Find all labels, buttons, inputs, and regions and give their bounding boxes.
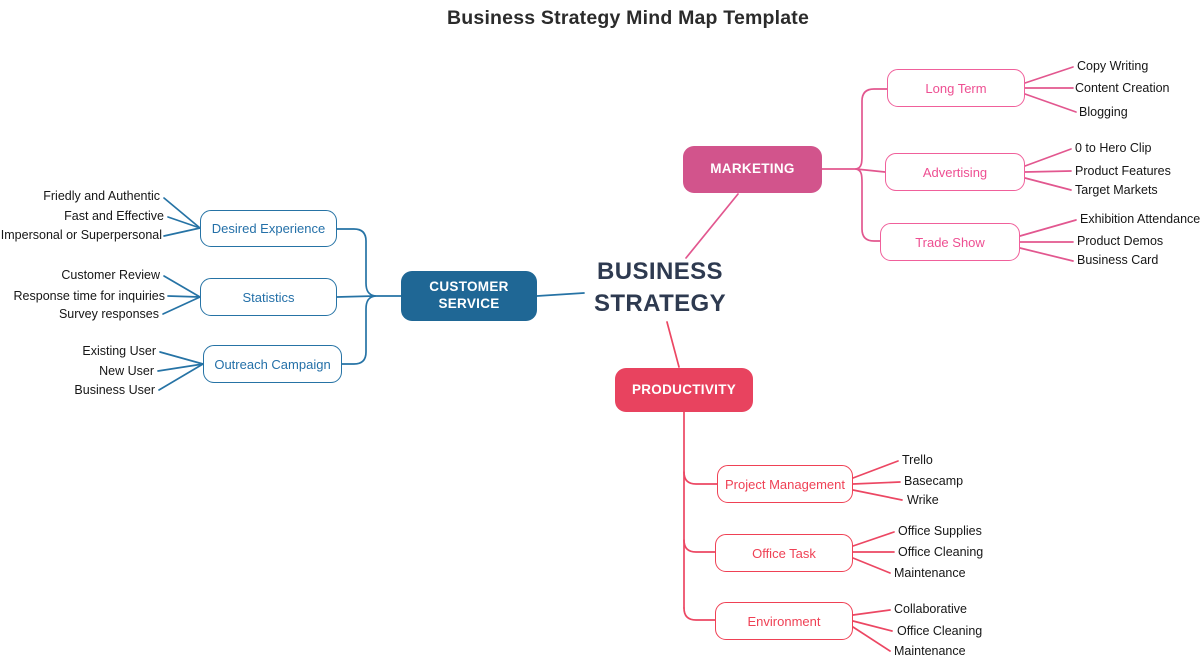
leaf-basecamp[interactable]: Basecamp (904, 474, 964, 488)
leaf-business-card[interactable]: Business Card (1077, 253, 1159, 267)
node-office-task[interactable]: Office Task (715, 534, 853, 572)
connector-line (666, 321, 680, 368)
connector-line (683, 471, 718, 485)
connector-line (336, 228, 376, 297)
node-productivity[interactable]: PRODUCTIVITY (615, 368, 753, 412)
leaf-wrike[interactable]: Wrike (907, 493, 939, 507)
connector-line (685, 193, 739, 259)
leaf-existing-user[interactable]: Existing User (82, 344, 156, 358)
connector-line (1024, 170, 1072, 173)
connector-line (852, 609, 891, 616)
leaf-target-markets[interactable]: Target Markets (1075, 183, 1158, 197)
connector-line (1019, 219, 1077, 237)
leaf-product-demos[interactable]: Product Demos (1077, 234, 1164, 248)
connector-line (536, 292, 585, 297)
node-project-management[interactable]: Project Management (717, 465, 853, 503)
page-title: Business Strategy Mind Map Template (447, 7, 810, 29)
connector-line (341, 295, 376, 365)
connector-line (167, 295, 201, 298)
connector-line (1024, 177, 1072, 191)
leaf-office-cleaning[interactable]: Office Cleaning (898, 545, 984, 559)
connector-line (1024, 93, 1077, 113)
connector-line (157, 363, 204, 372)
connector-line (1019, 247, 1074, 262)
node-advertising[interactable]: Advertising (885, 153, 1025, 191)
leaf-fast-and-effective[interactable]: Fast and Effective (64, 209, 164, 223)
leaf-maintenance[interactable]: Maintenance (894, 566, 966, 580)
leaf-copy-writing[interactable]: Copy Writing (1077, 59, 1149, 73)
node-statistics[interactable]: Statistics (200, 278, 337, 316)
leaf-blogging[interactable]: Blogging (1079, 105, 1128, 119)
connector-line (336, 295, 376, 298)
connector-line (159, 351, 204, 365)
leaf-maintenance-2[interactable]: Maintenance (894, 644, 966, 658)
leaf-friedly-and-authentic[interactable]: Friedly and Authentic (43, 189, 160, 203)
connector-line (162, 296, 201, 315)
leaf-collaborative[interactable]: Collaborative (894, 602, 967, 616)
leaf-office-cleaning-2[interactable]: Office Cleaning (897, 624, 983, 638)
connector-line (163, 227, 201, 237)
connector-line (167, 216, 201, 229)
leaf-trello[interactable]: Trello (902, 453, 933, 467)
connector-line (852, 481, 901, 485)
leaf-0-to-hero-clip[interactable]: 0 to Hero Clip (1075, 141, 1152, 155)
leaf-customer-review[interactable]: Customer Review (61, 268, 160, 282)
connector-line (855, 168, 881, 242)
leaf-survey-responses[interactable]: Survey responses (58, 307, 159, 321)
leaf-content-creation[interactable]: Content Creation (1075, 81, 1170, 95)
connector-line (852, 626, 891, 652)
connector-line (852, 557, 891, 574)
leaf-new-user[interactable]: New User (99, 364, 154, 378)
connector-line (852, 531, 895, 547)
connector-line (683, 539, 716, 553)
connector-line (163, 197, 201, 229)
connector-line (855, 88, 888, 170)
connector-line (1024, 66, 1074, 84)
node-outreach-campaign[interactable]: Outreach Campaign (203, 345, 342, 383)
connector-line (852, 489, 903, 501)
connector-line (683, 607, 716, 621)
node-environment[interactable]: Environment (715, 602, 853, 640)
node-desired-experience[interactable]: Desired Experience (200, 210, 337, 247)
connector-line (1024, 148, 1072, 167)
connector-line (852, 620, 893, 632)
leaf-business-user[interactable]: Business User (74, 383, 155, 397)
connector-line (158, 363, 204, 391)
leaf-impersonal-or-superpersonal[interactable]: Impersonal or Superpersonal (0, 228, 162, 242)
connector-line (163, 275, 201, 298)
leaf-product-features[interactable]: Product Features (1075, 164, 1171, 178)
leaf-office-supplies[interactable]: Office Supplies (898, 524, 982, 538)
node-long-term[interactable]: Long Term (887, 69, 1025, 107)
node-trade-show[interactable]: Trade Show (880, 223, 1020, 261)
root-node-business-strategy[interactable]: BUSINESS STRATEGY (593, 258, 727, 317)
leaf-exhibition-attendance[interactable]: Exhibition Attendance (1080, 212, 1200, 226)
connector-line (852, 460, 899, 479)
leaf-response-time-for-inquiries[interactable]: Response time for inquiries (13, 289, 165, 303)
node-marketing[interactable]: MARKETING (683, 146, 822, 193)
connector-line (855, 168, 886, 173)
node-customer-service[interactable]: CUSTOMER SERVICE (401, 271, 537, 321)
